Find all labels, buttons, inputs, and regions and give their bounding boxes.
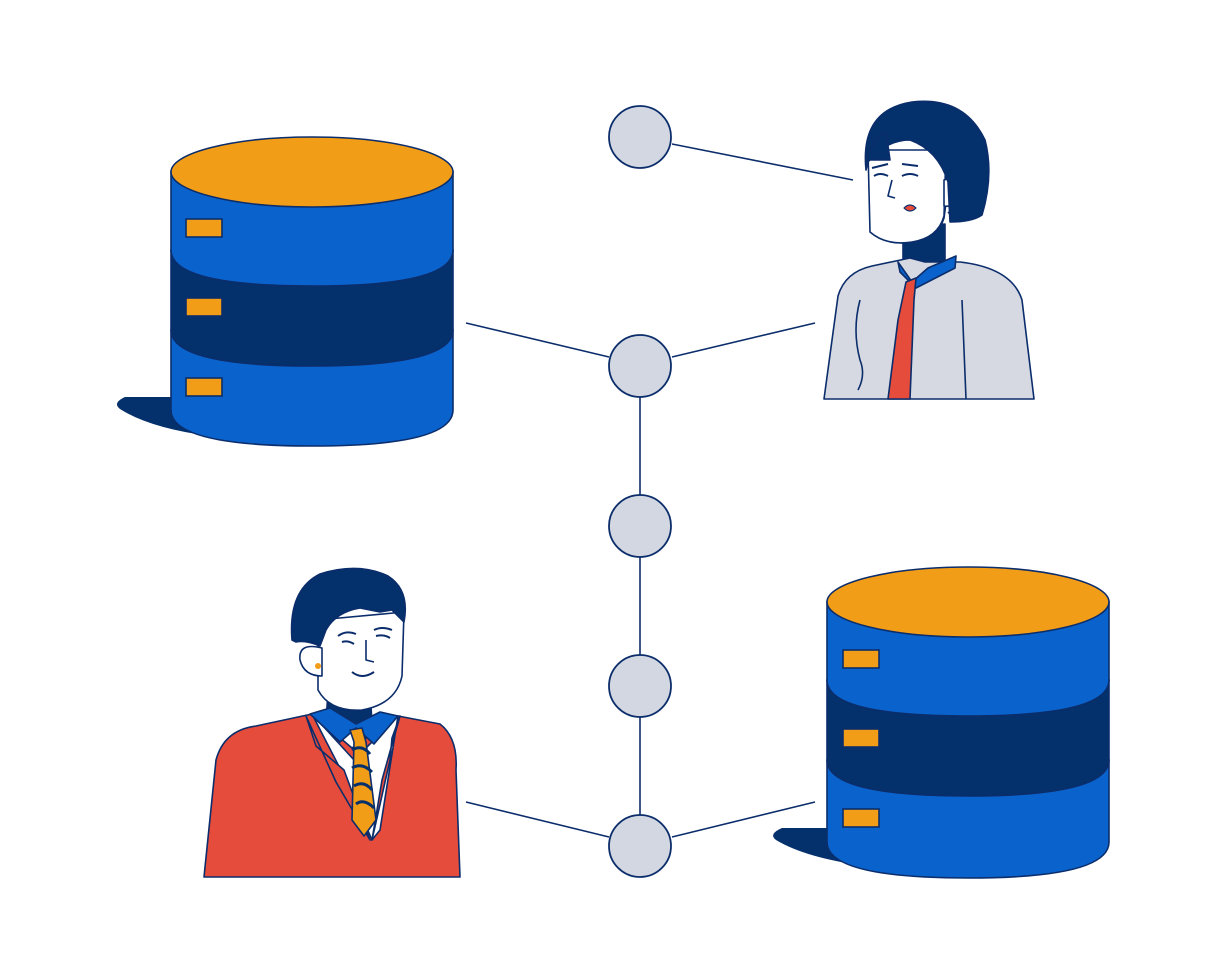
connector-db1-to-node	[465, 322, 610, 358]
database-icon	[116, 136, 454, 447]
node-upper	[608, 334, 672, 398]
connector-man-to-node	[465, 801, 610, 838]
node-top	[608, 105, 672, 169]
man-avatar-icon	[203, 567, 461, 878]
connector-woman-to-top-node	[671, 143, 854, 181]
node-middle	[608, 494, 672, 558]
nodes	[608, 105, 672, 878]
node-bottom	[608, 814, 672, 878]
woman-avatar-icon	[823, 100, 1035, 400]
node-lower	[608, 654, 672, 718]
connector-node-to-db2	[671, 801, 816, 838]
database-icon	[773, 566, 1110, 879]
connector-node-to-woman	[671, 322, 816, 358]
connector-lines	[465, 143, 854, 838]
